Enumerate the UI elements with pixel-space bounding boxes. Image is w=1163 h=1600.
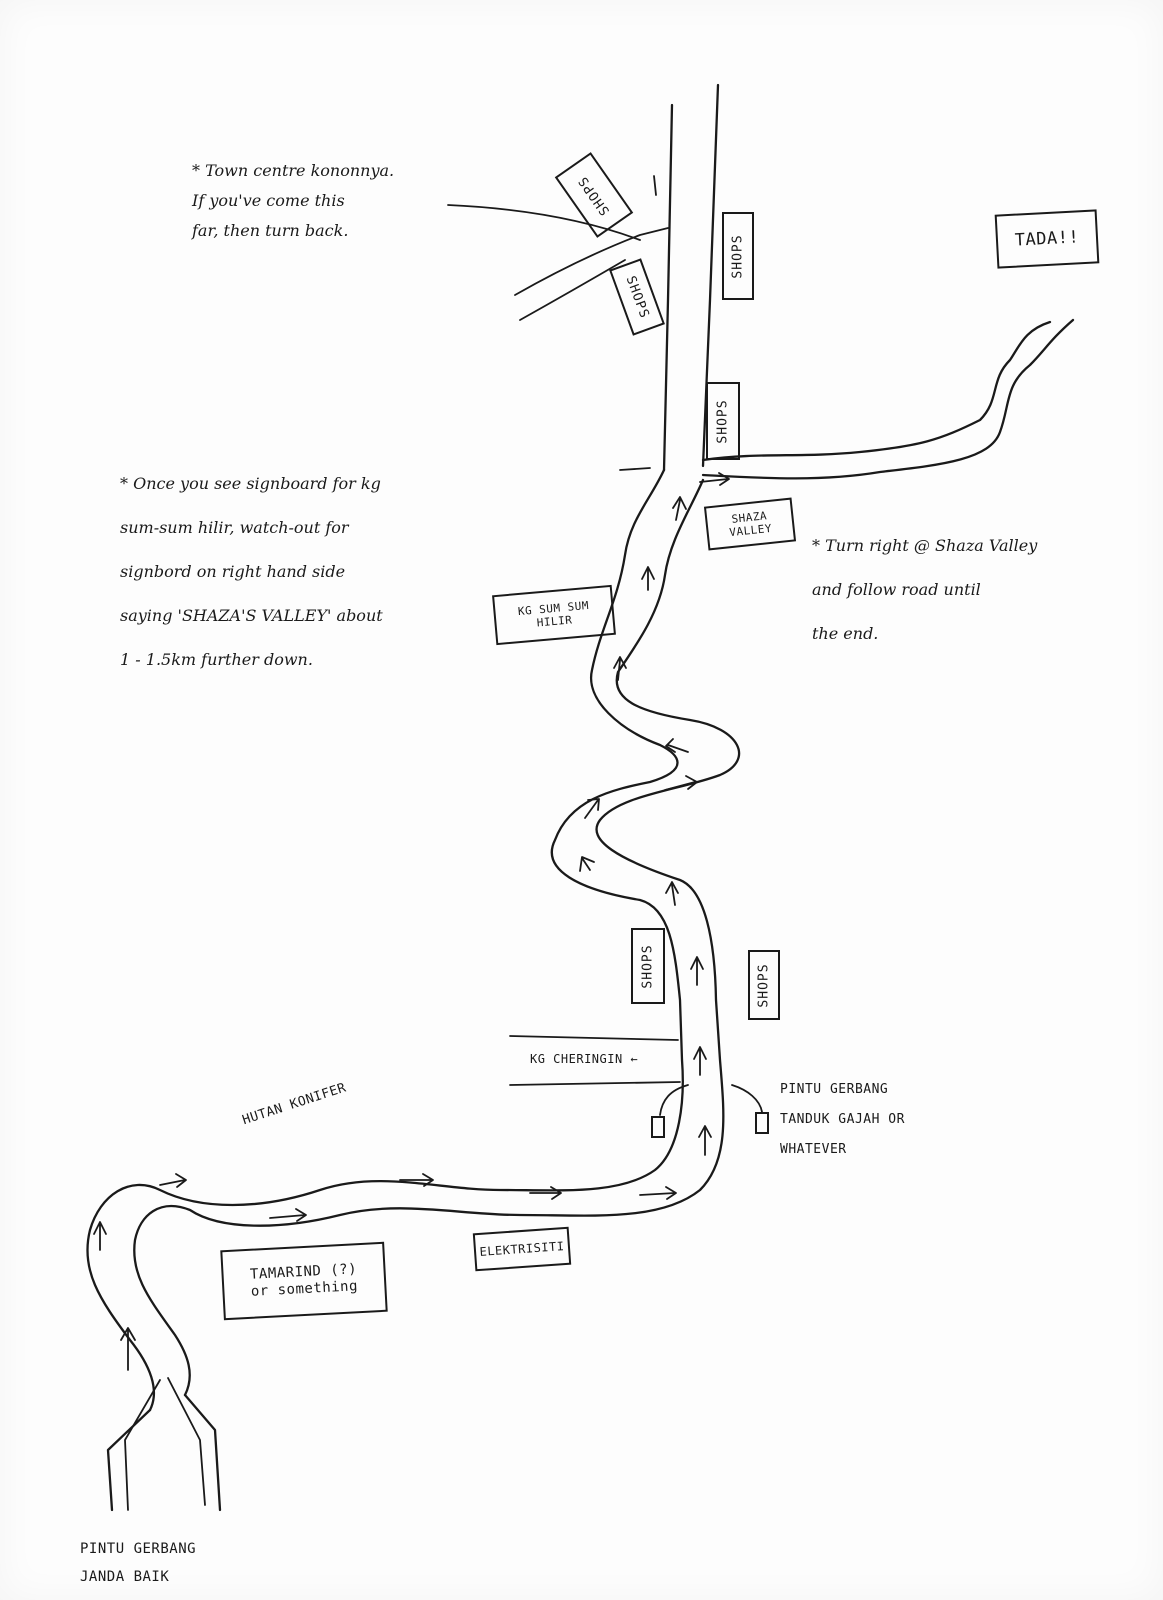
direction-arrow: [665, 881, 679, 906]
gate-tanduk-left-box: [651, 1116, 665, 1138]
pintu-gerbang-janda-label: PINTU GERBANG JANDA BAIK: [80, 1541, 197, 1585]
direction-arrow: [159, 1173, 187, 1188]
direction-arrow: [120, 1327, 136, 1371]
note-pointer-line: [447, 204, 641, 241]
tamarind-sign: TAMARIND (?) or something: [220, 1241, 388, 1321]
direction-arrow: [699, 472, 730, 486]
direction-arrow: [529, 1186, 562, 1200]
main-road-east-edge: [701, 83, 720, 468]
shops-box-east-upper: SHOPS: [722, 212, 754, 300]
valley-road-south-edge: [701, 318, 1075, 480]
crossroad-north-edge: [514, 227, 669, 296]
gate-tanduk-left-post: [659, 1084, 689, 1116]
direction-arrow: [641, 566, 655, 591]
shaza-valley-sign: SHAZA VALLEY: [703, 497, 797, 551]
gate-tanduk-right-post: [731, 1084, 763, 1113]
direction-arrow: [665, 738, 689, 753]
cheringin-road-north: [509, 1035, 679, 1041]
shops-box-south-east: SHOPS: [748, 950, 780, 1020]
direction-arrow: [664, 775, 698, 791]
direction-arrow: [269, 1208, 307, 1222]
shops-label: SHOPS: [640, 943, 656, 989]
shops-label: SHOPS: [622, 273, 652, 321]
main-road-west-edge: [662, 103, 674, 472]
gate-tanduk-right-box: [755, 1112, 769, 1134]
shops-box-south-west: SHOPS: [631, 928, 665, 1004]
valley-road-north-edge: [701, 320, 1052, 462]
note-turn-right: * Turn right @ Shaza Valley and follow r…: [812, 536, 1038, 643]
shops-label: SHOPS: [730, 233, 746, 279]
winding-road-west-edge: [86, 468, 684, 1412]
direction-arrow: [690, 956, 704, 986]
gate-janda-inner-right: [167, 1377, 206, 1506]
pintu-gerbang-tanduk-label: PINTU GERBANG TANDUK GAJAH OR WHATEVER: [780, 1082, 905, 1157]
gate-janda-left-road: [106, 1408, 152, 1512]
kg-cheringin-label: KG CHERINGIN ←: [530, 1052, 639, 1066]
direction-arrows: [93, 472, 730, 1371]
destination-box: TADA!!: [994, 209, 1100, 269]
crossroad-south-edge: [519, 259, 626, 321]
crossroad-dash: [619, 467, 651, 471]
note-town-centre: * Town centre kononnya. If you've come t…: [192, 161, 395, 240]
kg-sum-sum-hilir-sign: KG SUM SUM HILIR: [492, 584, 616, 646]
gate-janda-inner-left: [124, 1379, 161, 1511]
shops-label: SHOPS: [756, 962, 772, 1008]
direction-arrow: [639, 1186, 677, 1200]
elektrisiti-sign: ELEKTRISITI: [472, 1226, 572, 1272]
shops-label: SHOPS: [575, 172, 613, 218]
direction-arrow: [693, 1046, 707, 1076]
note-signboard: * Once you see signboard for kg sum-sum …: [120, 474, 383, 669]
gate-janda-right-road: [183, 1393, 222, 1512]
direction-arrow: [399, 1173, 434, 1187]
shops-box-east-lower: SHOPS: [706, 382, 740, 460]
cheringin-road-south: [509, 1081, 681, 1086]
direction-arrow: [613, 656, 627, 681]
direction-arrow: [93, 1221, 107, 1251]
shops-label: SHOPS: [715, 398, 731, 444]
direction-arrow: [579, 856, 595, 872]
direction-arrow: [584, 798, 600, 819]
direction-arrow: [698, 1125, 712, 1156]
direction-arrow: [672, 496, 687, 521]
crossroad-divider: [653, 175, 657, 196]
winding-road-east-edge: [133, 478, 741, 1397]
